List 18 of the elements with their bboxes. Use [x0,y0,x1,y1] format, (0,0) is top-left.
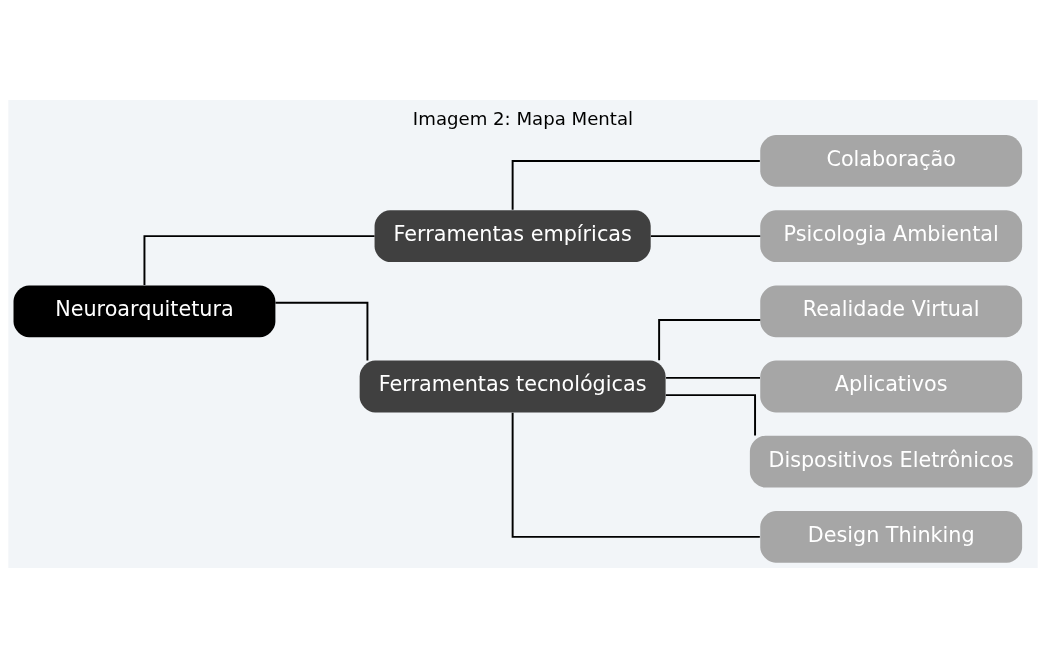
connector [274,301,369,361]
node-box: Psicologia Ambiental [760,209,1023,262]
node-box: Ferramentas empíricas [374,209,651,262]
connector [511,159,761,211]
connector [511,411,761,538]
connector [665,376,761,379]
node-box: Dispositivos Eletrônicos [749,435,1033,488]
connector [649,234,762,237]
node-box: Ferramentas tecnológicas [359,360,666,412]
node-box: Aplicativos [760,360,1023,412]
node-box: Neuroarquitetura [13,284,276,337]
diagram-title: Imagem 2: Mapa Mental [412,107,634,129]
node-box: Design Thinking [760,510,1023,563]
connector [143,234,376,286]
node-box: Realidade Virtual [760,284,1023,337]
node-box: Colaboração [760,134,1023,187]
connector [664,393,757,436]
connector [658,318,762,361]
